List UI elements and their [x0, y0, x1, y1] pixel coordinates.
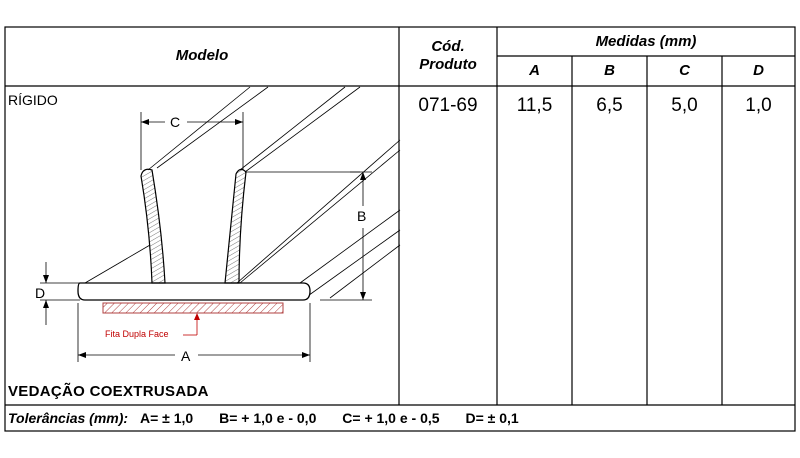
profile-base [77, 282, 311, 301]
perspective-lines [84, 86, 401, 299]
label-c: C [170, 114, 181, 130]
tolerance-a: A= ± 1,0 [139, 410, 194, 426]
header-modelo: Modelo [175, 47, 229, 64]
value-a: 11,5 [516, 95, 553, 116]
header-col-b: B [604, 62, 615, 79]
double-face-tape [102, 302, 284, 314]
tape-note: Fita Dupla Face [105, 329, 169, 339]
tolerance-c: C= + 1,0 e - 0,5 [342, 410, 440, 426]
header-medidas: Medidas (mm) [595, 33, 697, 50]
value-d: 1,0 [745, 95, 772, 116]
label-a: A [181, 348, 191, 364]
header-col-d: D [753, 62, 764, 79]
value-c: 5,0 [671, 95, 698, 116]
tolerances-label: Tolerâncias (mm): [8, 410, 129, 426]
tolerance-d: D= ± 0,1 [465, 410, 519, 426]
product-code: 071-69 [418, 95, 478, 116]
label-d: D [35, 285, 46, 301]
dimension-c [140, 112, 244, 170]
profile-fin-right [224, 168, 247, 284]
tolerance-b: B= + 1,0 e - 0,0 [219, 410, 317, 426]
profile-fin-left [140, 168, 166, 284]
outer-border [4, 26, 796, 432]
header-col-c: C [679, 62, 690, 79]
header-col-a: A [529, 62, 540, 79]
dimension-a [77, 303, 311, 362]
value-b: 6,5 [596, 95, 623, 116]
product-title: VEDAÇÃO COEXTRUSADA [8, 383, 209, 400]
label-b: B [357, 208, 367, 224]
dimension-d [40, 262, 80, 325]
header-codigo: Cód. Produto [419, 38, 477, 73]
row-type: RÍGIDO [8, 92, 58, 108]
tolerances-row: Tolerâncias (mm): A= ± 1,0 B= + 1,0 e - … [8, 410, 519, 426]
